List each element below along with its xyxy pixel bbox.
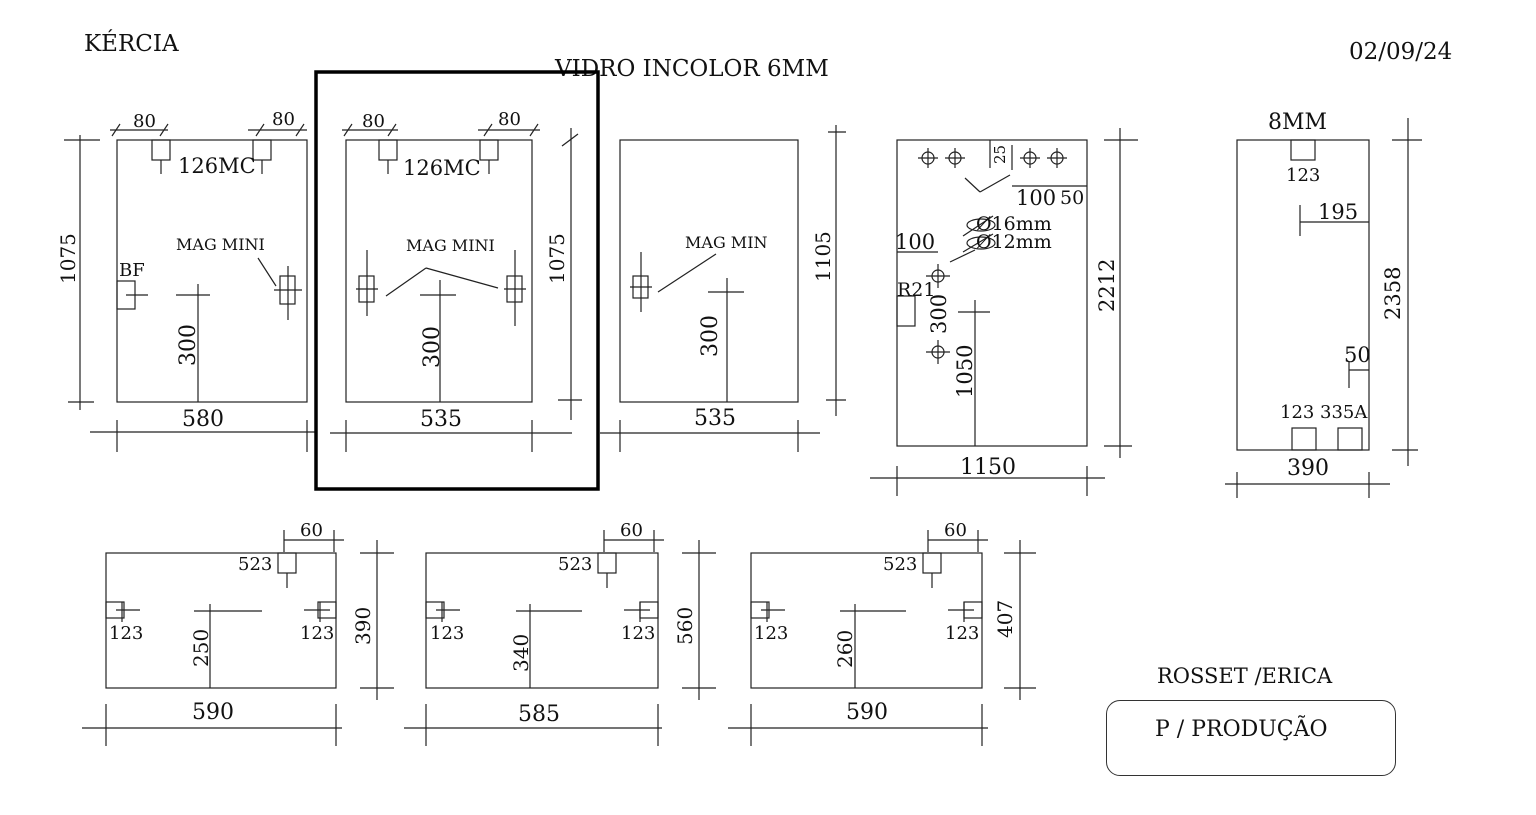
p3-height: 1105 <box>811 231 835 282</box>
p2-hinge-label: 126MC <box>403 156 481 180</box>
p7-handle-height: 340 <box>509 634 533 672</box>
p3-handle-height: 300 <box>698 315 723 357</box>
selection-highlight-box[interactable] <box>314 70 600 491</box>
p4-height: 2212 <box>1095 259 1119 312</box>
p4-vertical-300: 300 <box>927 294 951 334</box>
p1-cut-right: 80 <box>272 109 295 130</box>
p6-right-123: 123 <box>300 623 334 644</box>
p5-dim-50: 50 <box>1344 343 1371 367</box>
p4-width: 1150 <box>960 455 1016 480</box>
p2-cut-left: 80 <box>362 111 385 132</box>
order-date: 02/09/24 <box>1349 39 1453 65</box>
p1-handle-height: 300 <box>176 324 201 366</box>
p2-handle-height: 300 <box>420 326 445 368</box>
piece-6 <box>82 530 394 746</box>
production-stamp: P / PRODUÇÃO <box>1106 700 1396 776</box>
p5-dim-195: 195 <box>1318 200 1358 224</box>
p7-left-123: 123 <box>430 623 464 644</box>
p8-width: 590 <box>846 700 888 725</box>
p4-dim-100: 100 <box>1016 186 1056 210</box>
p5-bottom-335a: 335A <box>1320 402 1368 423</box>
p4-vertical-1050: 1050 <box>953 345 977 398</box>
p1-width: 580 <box>182 407 224 432</box>
p1-cut-left: 80 <box>133 111 156 132</box>
p8-handle-height: 260 <box>833 630 857 668</box>
p6-handle-height: 250 <box>189 629 213 667</box>
piece-4 <box>870 128 1138 496</box>
p7-right-123: 123 <box>621 623 655 644</box>
p8-height: 407 <box>993 600 1017 638</box>
p4-hole-16: Ø16mm <box>976 213 1052 235</box>
production-stamp-label: P / PRODUÇÃO <box>1155 717 1328 742</box>
client-name: KÉRCIA <box>84 31 179 57</box>
p1-bf-label: BF <box>119 260 145 281</box>
piece-2 <box>330 123 582 452</box>
p7-top-523: 523 <box>558 554 592 575</box>
p6-top-523: 523 <box>238 554 272 575</box>
p1-mag-label: MAG MINI <box>176 235 265 254</box>
piece-1 <box>64 123 315 452</box>
p5-bottom-123: 123 <box>1280 402 1314 423</box>
p2-cut-right: 80 <box>498 109 521 130</box>
piece-3 <box>600 125 846 452</box>
p6-height: 390 <box>351 607 375 645</box>
p6-left-123: 123 <box>109 623 143 644</box>
p3-width: 535 <box>694 406 736 431</box>
p5-thickness: 8MM <box>1268 110 1327 135</box>
p2-height: 1075 <box>545 233 569 284</box>
p8-top-523: 523 <box>883 554 917 575</box>
p8-right-123: 123 <box>945 623 979 644</box>
p2-mag-label: MAG MINI <box>406 236 495 255</box>
piece-5 <box>1225 118 1422 498</box>
p2-width: 535 <box>420 407 462 432</box>
p4-hole-12: Ø12mm <box>976 231 1052 253</box>
p5-top-123: 123 <box>1286 165 1320 186</box>
piece-8 <box>728 530 1036 746</box>
p4-r21: R21 <box>897 279 935 301</box>
p6-cut: 60 <box>300 520 323 541</box>
p8-left-123: 123 <box>754 623 788 644</box>
p7-cut: 60 <box>620 520 643 541</box>
p8-cut: 60 <box>944 520 967 541</box>
p6-width: 590 <box>192 700 234 725</box>
p5-height: 2358 <box>1381 267 1405 320</box>
p1-hinge-label: 126MC <box>178 154 256 178</box>
p4-dim-50: 50 <box>1060 187 1084 209</box>
p1-height: 1075 <box>56 233 80 284</box>
responsible-names: ROSSET /ERICA <box>1157 664 1333 688</box>
piece-7 <box>404 530 716 746</box>
p4-dim-25: 25 <box>991 145 1009 164</box>
p5-width: 390 <box>1287 456 1329 481</box>
p3-mag-label: MAG MIN <box>685 233 768 252</box>
p7-width: 585 <box>518 702 560 727</box>
glass-spec-title: VIDRO INCOLOR 6MM <box>555 56 829 82</box>
p7-height: 560 <box>673 607 697 645</box>
p4-left-100: 100 <box>895 230 935 254</box>
